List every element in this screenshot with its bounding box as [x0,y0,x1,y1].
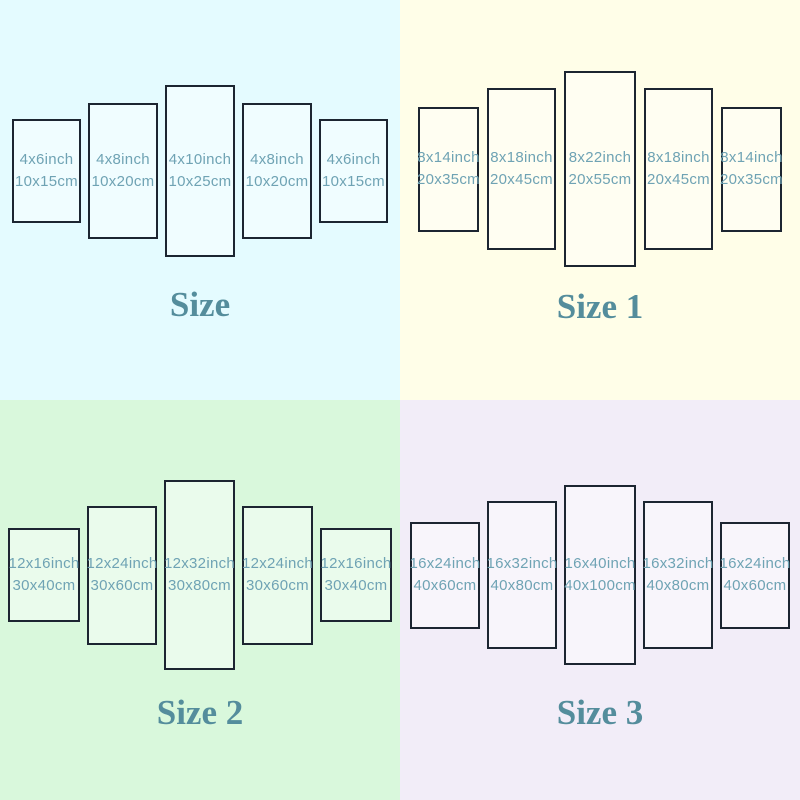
quadrant-size-3: 16x24inch 40x60cm 16x32inch 40x80cm 16x4… [400,400,800,800]
panel-size-cm: 10x15cm [15,173,78,190]
panel-size-cm: 20x45cm [647,171,710,188]
panel-size-cm: 30x40cm [12,577,76,594]
canvas-panel: 8x14inch 20x35cm [720,106,783,232]
panel-size-cm: 40x80cm [646,577,710,594]
panel-size-inch: 12x24inch [241,555,314,572]
quadrant-title: Size 3 [556,693,644,732]
panel-size-cm: 30x40cm [324,577,388,594]
canvas-panel: 8x22inch 20x55cm [564,71,636,267]
panel-size-inch: 12x16inch [8,555,80,572]
panel-size-cm: 40x60cm [413,577,477,594]
canvas-panel: 16x32inch 40x80cm [486,501,558,649]
panel-row: 16x24inch 40x60cm 16x32inch 40x80cm 16x4… [400,400,800,750]
quadrant-title: Size 1 [556,287,644,326]
panel-size-cm: 40x60cm [723,577,787,594]
canvas-panel: 12x16inch 30x40cm [8,528,80,622]
quadrant-size-1: 8x14inch 20x35cm 8x18inch 20x45cm 8x22in… [400,0,800,400]
panel-row: 4x6inch 10x15cm 4x8inch 10x20cm 4x10inch… [0,0,400,342]
panel-size-inch: 8x22inch [568,149,632,166]
canvas-panel: 8x18inch 20x45cm [644,88,713,250]
panel-size-inch: 16x24inch [409,555,481,572]
panel-row: 12x16inch 30x40cm 12x24inch 30x60cm 12x3… [0,400,400,750]
panel-size-cm: 10x20cm [245,173,309,190]
panel-size-cm: 20x35cm [720,171,783,188]
panel-size-cm: 40x80cm [490,577,554,594]
canvas-panel: 12x32inch 30x80cm [164,480,235,670]
quadrant-title: Size 2 [156,693,244,732]
panel-size-inch: 8x18inch [647,149,710,166]
panel-size-inch: 12x24inch [86,555,158,572]
panel-size-inch: 12x32inch [163,555,236,572]
panel-size-inch: 16x24inch [719,555,791,572]
canvas-panel: 4x8inch 10x20cm [88,103,158,239]
canvas-panel: 16x24inch 40x60cm [409,521,481,629]
canvas-panel: 4x6inch 10x15cm [319,119,388,223]
panel-size-inch: 8x14inch [417,149,480,166]
canvas-panel: 8x18inch 20x45cm [487,88,556,250]
canvas-panel: 16x32inch 40x80cm [642,501,714,649]
panel-size-inch: 16x40inch [564,555,636,572]
panel-size-inch: 4x6inch [19,151,74,168]
panel-size-inch: 8x18inch [490,149,553,166]
quadrant-size-2: 12x16inch 30x40cm 12x24inch 30x60cm 12x3… [0,400,400,800]
panel-size-cm: 10x25cm [168,173,232,190]
panel-size-inch: 16x32inch [642,555,714,572]
panel-size-inch: 4x10inch [168,151,232,168]
quadrant-size: 4x6inch 10x15cm 4x8inch 10x20cm 4x10inch… [0,0,400,400]
panel-size-cm: 10x20cm [91,173,155,190]
canvas-panel: 16x24inch 40x60cm [719,521,791,629]
panel-size-inch: 12x16inch [320,555,392,572]
panel-size-cm: 30x60cm [246,577,309,594]
panel-size-inch: 4x8inch [250,151,304,168]
panel-size-cm: 30x60cm [90,577,154,594]
canvas-panel: 12x24inch 30x60cm [86,505,158,645]
canvas-panel: 4x10inch 10x25cm [165,85,235,257]
panel-size-inch: 4x6inch [326,151,381,168]
panel-row: 8x14inch 20x35cm 8x18inch 20x45cm 8x22in… [400,0,800,338]
panel-size-cm: 20x35cm [417,171,480,188]
panel-size-cm: 20x45cm [490,171,553,188]
panel-size-cm: 10x15cm [322,173,385,190]
canvas-panel: 8x14inch 20x35cm [417,106,480,232]
canvas-panel: 12x24inch 30x60cm [241,505,314,645]
panel-size-inch: 16x32inch [486,555,558,572]
panel-size-inch: 4x8inch [96,151,150,168]
panel-size-cm: 40x100cm [564,577,636,594]
canvas-panel: 4x8inch 10x20cm [242,103,312,239]
quadrant-title: Size [169,285,231,324]
canvas-panel: 12x16inch 30x40cm [320,528,392,622]
canvas-panel: 4x6inch 10x15cm [12,119,81,223]
panel-size-inch: 8x14inch [720,149,783,166]
canvas-panel: 16x40inch 40x100cm [564,485,636,665]
panel-size-cm: 30x80cm [168,577,231,594]
panel-size-cm: 20x55cm [568,171,632,188]
